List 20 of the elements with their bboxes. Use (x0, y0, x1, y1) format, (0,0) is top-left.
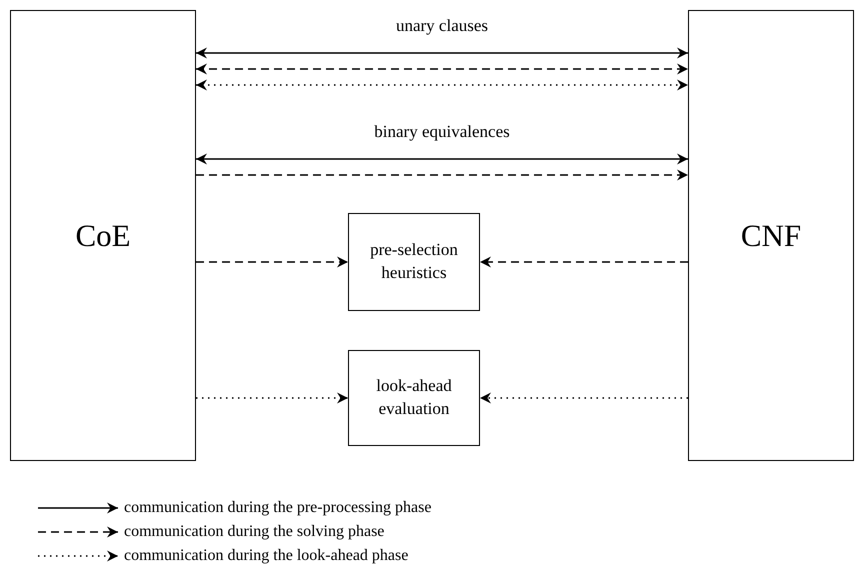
arrow (196, 392, 348, 404)
box-label: CoE (74, 216, 132, 255)
arrow (196, 154, 688, 164)
arrow (196, 64, 688, 74)
arrow (196, 48, 688, 58)
arrow (480, 256, 688, 268)
box-label: look-ahead evaluation (375, 375, 453, 420)
legend-text: communication during the solving phase (124, 523, 384, 541)
box-label: CNF (740, 216, 802, 255)
process-box (10, 10, 196, 461)
arrow (196, 80, 688, 90)
arrow (480, 392, 688, 404)
process-box (348, 350, 480, 446)
legend-text: communication during the pre-processing phase (124, 499, 432, 517)
arrow (196, 170, 688, 180)
box-label: pre-selection heuristics (369, 239, 459, 284)
process-box (688, 10, 854, 461)
legend-text: communication during the look-ahead phase (124, 547, 408, 565)
process-box (348, 213, 480, 311)
arrow (196, 256, 348, 268)
